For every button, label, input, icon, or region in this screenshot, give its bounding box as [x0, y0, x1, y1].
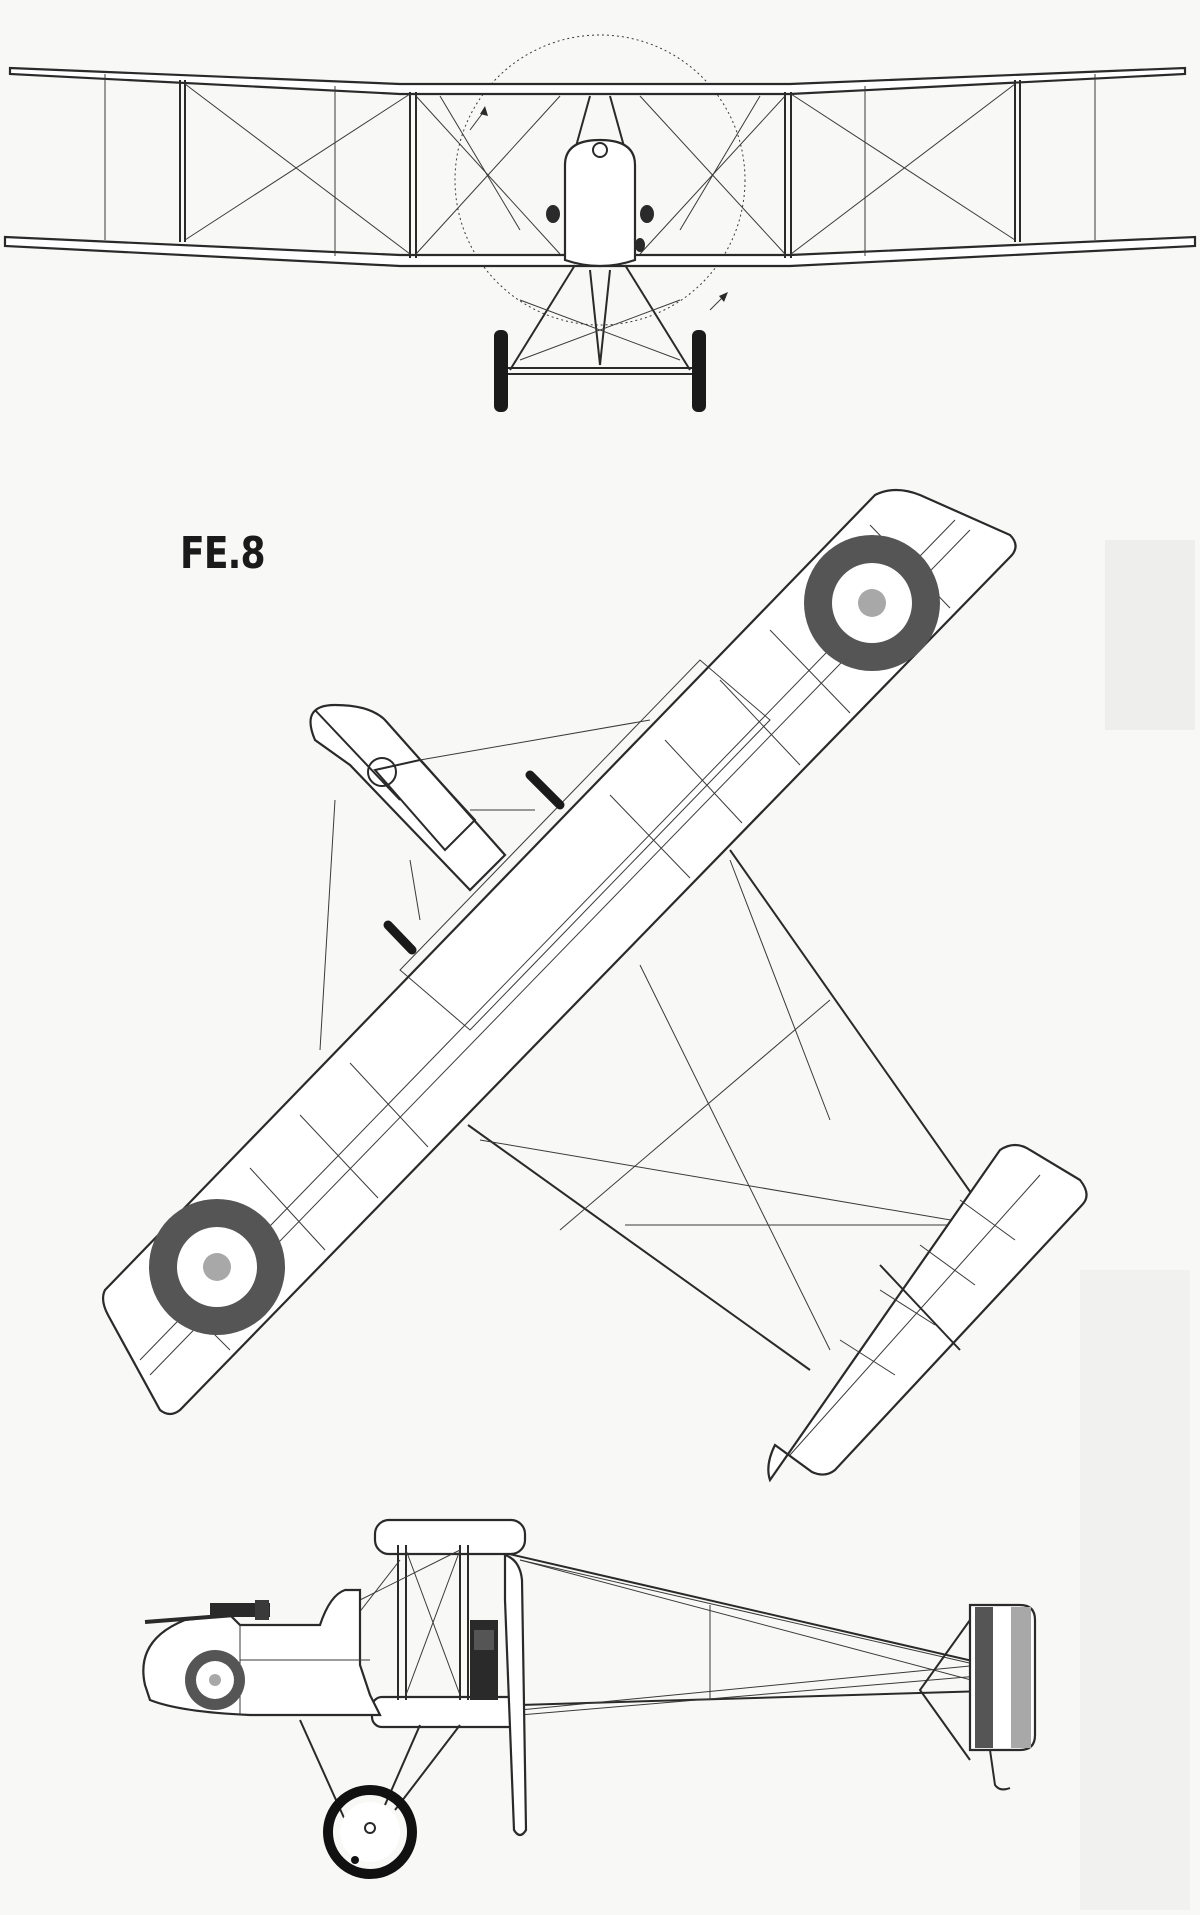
roundel-side	[185, 1650, 245, 1710]
aircraft-title: FE.8	[180, 528, 266, 579]
nose-ring	[592, 142, 608, 158]
upper-wing-side	[373, 1518, 527, 1556]
cockpit	[373, 758, 477, 852]
wing-center-section	[399, 659, 771, 1031]
tail-boom	[729, 849, 991, 1221]
wheel-right	[692, 330, 706, 412]
lower-boom	[519, 1689, 1021, 1706]
lower-wing-side	[370, 1695, 524, 1729]
main-wing	[101, 488, 1017, 1416]
rudder-top	[879, 1264, 961, 1351]
roundel-right	[804, 535, 940, 671]
rudder-stripe-light	[1011, 1607, 1031, 1748]
roundel-left	[149, 1199, 285, 1335]
propeller-side	[503, 1553, 528, 1837]
tailplane	[767, 1143, 1088, 1483]
upper-boom	[469, 1544, 991, 1666]
nacelle	[563, 138, 637, 268]
background-smudge	[1080, 1270, 1190, 1910]
side-view	[142, 1518, 1037, 1879]
propeller-disc	[454, 34, 746, 326]
lower-wing	[3, 235, 1197, 268]
gun-ring-icon	[367, 757, 397, 787]
nacelle-top	[309, 703, 507, 892]
wheel-side	[323, 1785, 417, 1879]
upper-wing	[8, 66, 1187, 96]
rudder-stripe-dark	[975, 1607, 993, 1748]
top-view	[101, 488, 1088, 1483]
wheel-left	[494, 330, 508, 412]
background-smudge	[1105, 540, 1195, 730]
front-view	[3, 34, 1197, 412]
